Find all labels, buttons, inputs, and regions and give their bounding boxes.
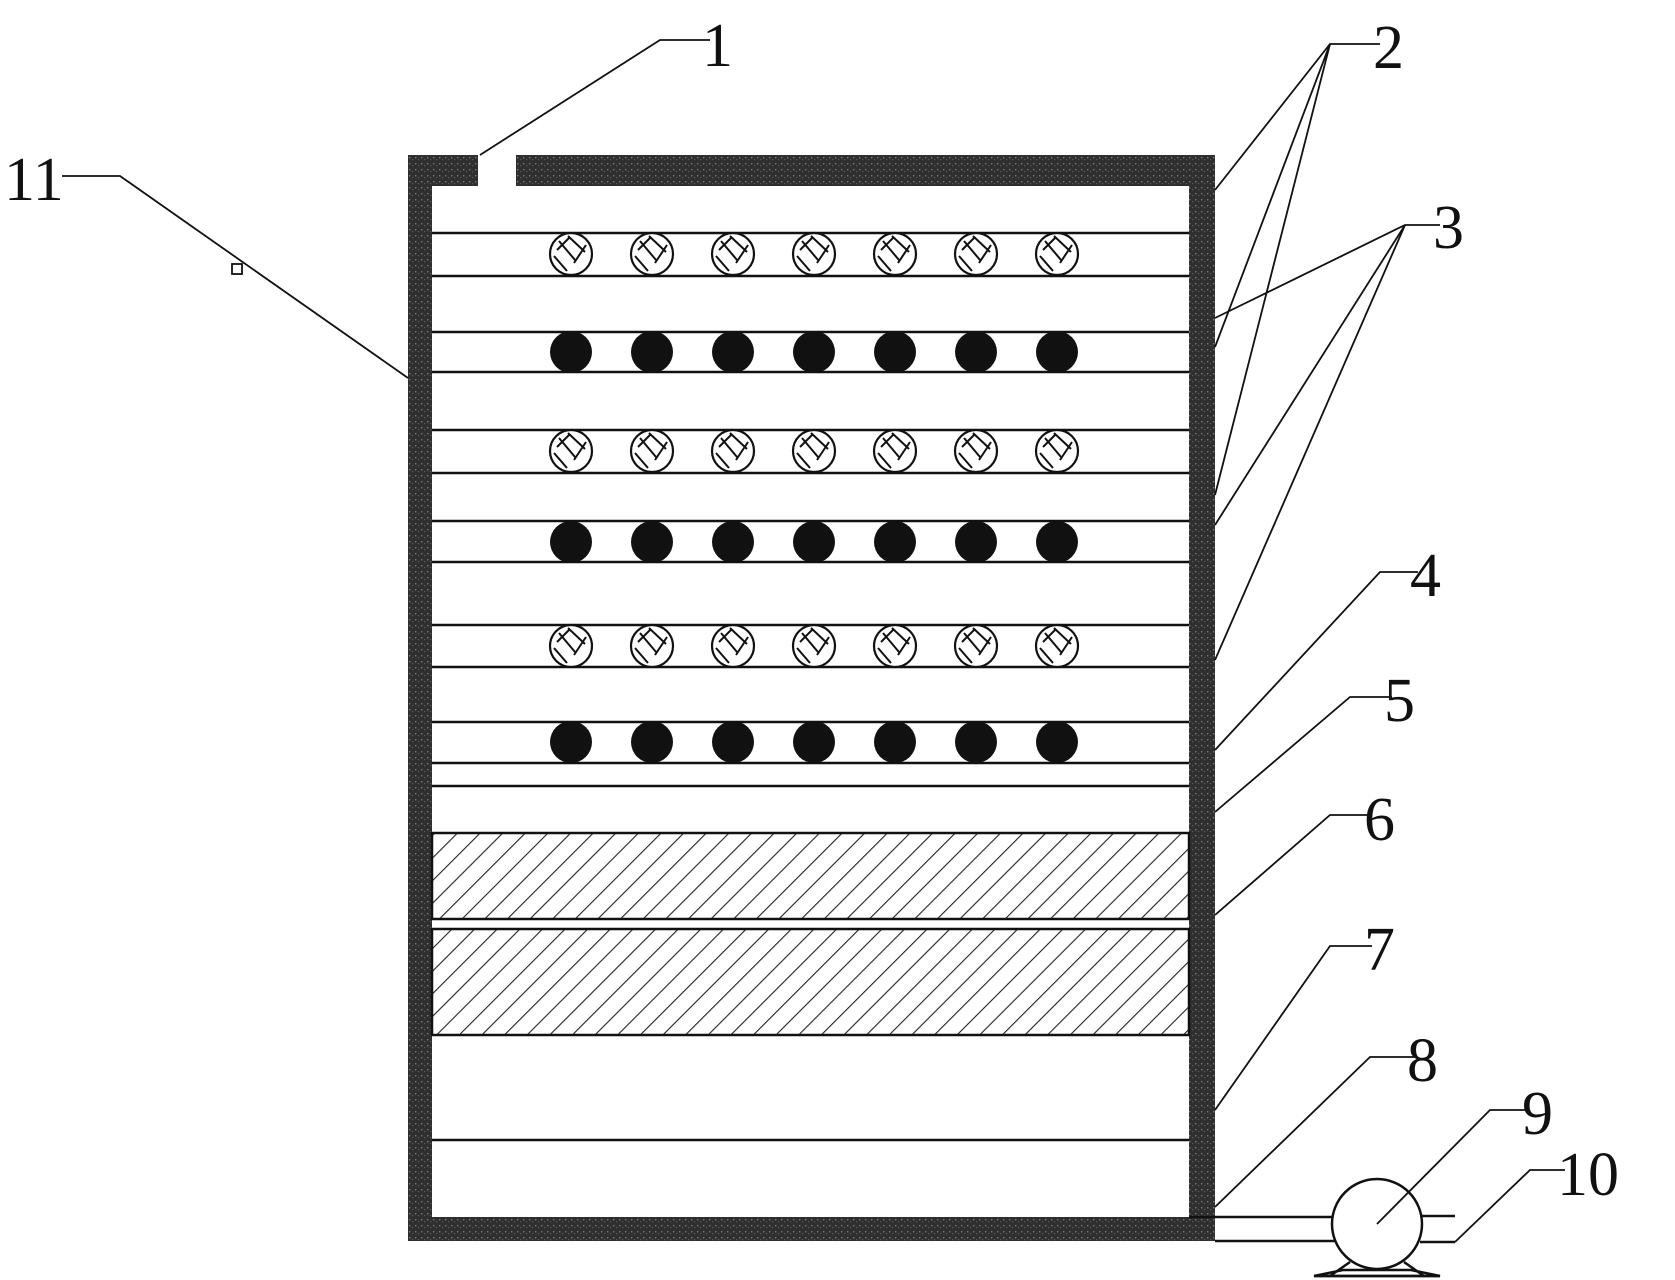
reference-mark: [231, 263, 243, 275]
solid-ball: [712, 721, 754, 763]
solid-ball: [631, 521, 673, 563]
right-wall: [1189, 155, 1215, 1220]
solid-ball: [712, 521, 754, 563]
filter-layers: [430, 831, 1191, 1037]
solid-ball: [874, 521, 916, 563]
hollow-ball: [629, 428, 675, 474]
callout-labels: 1 2 3 4 5 6 7 8 9 10 11: [4, 12, 1619, 1209]
label-10: 10: [1557, 1141, 1619, 1209]
label-4: 4: [1410, 542, 1441, 610]
solid-ball: [550, 521, 592, 563]
label-7: 7: [1364, 916, 1395, 984]
hollow-ball: [548, 623, 594, 669]
container-walls: [408, 155, 1215, 1241]
top-wall-right: [516, 155, 1215, 186]
hollow-ball: [791, 231, 837, 277]
solid-ball: [712, 331, 754, 373]
label-8: 8: [1407, 1027, 1438, 1095]
label-5: 5: [1384, 667, 1415, 735]
hollow-ball: [953, 231, 999, 277]
hollow-ball: [872, 428, 918, 474]
solid-ball: [793, 721, 835, 763]
top-wall-left: [408, 155, 478, 186]
solid-ball: [550, 721, 592, 763]
label-9: 9: [1522, 1080, 1553, 1148]
hollow-ball: [548, 231, 594, 277]
label-6: 6: [1364, 786, 1395, 854]
label-11: 11: [4, 146, 64, 214]
solid-ball: [874, 721, 916, 763]
solid-ball: [550, 331, 592, 373]
solid-ball: [793, 521, 835, 563]
hollow-ball: [710, 623, 756, 669]
hollow-ball: [710, 231, 756, 277]
hollow-ball: [1034, 231, 1080, 277]
label-1: 1: [702, 12, 733, 80]
hollow-ball: [1034, 428, 1080, 474]
hollow-ball: [953, 623, 999, 669]
filter-layer-lower: [430, 927, 1191, 1037]
label-2: 2: [1373, 14, 1404, 82]
hollow-ball: [953, 428, 999, 474]
ball-rows: [548, 231, 1080, 763]
solid-ball: [1036, 521, 1078, 563]
hollow-ball: [872, 231, 918, 277]
hollow-ball: [791, 428, 837, 474]
left-wall: [408, 155, 432, 1241]
solid-ball: [631, 721, 673, 763]
solid-ball: [1036, 331, 1078, 373]
label-3: 3: [1433, 194, 1464, 262]
bottom-wall: [408, 1217, 1215, 1241]
leader-lines: [62, 39, 1565, 1243]
solid-ball: [793, 331, 835, 373]
hollow-ball: [629, 623, 675, 669]
hollow-ball: [791, 623, 837, 669]
filter-layer-upper: [430, 831, 1191, 921]
solid-ball: [955, 521, 997, 563]
solid-ball: [955, 331, 997, 373]
hollow-ball: [872, 623, 918, 669]
solid-ball: [874, 331, 916, 373]
hollow-ball: [710, 428, 756, 474]
hollow-ball: [1034, 623, 1080, 669]
hollow-ball: [548, 428, 594, 474]
hollow-ball: [629, 231, 675, 277]
solid-ball: [1036, 721, 1078, 763]
solid-ball: [955, 721, 997, 763]
solid-ball: [631, 331, 673, 373]
